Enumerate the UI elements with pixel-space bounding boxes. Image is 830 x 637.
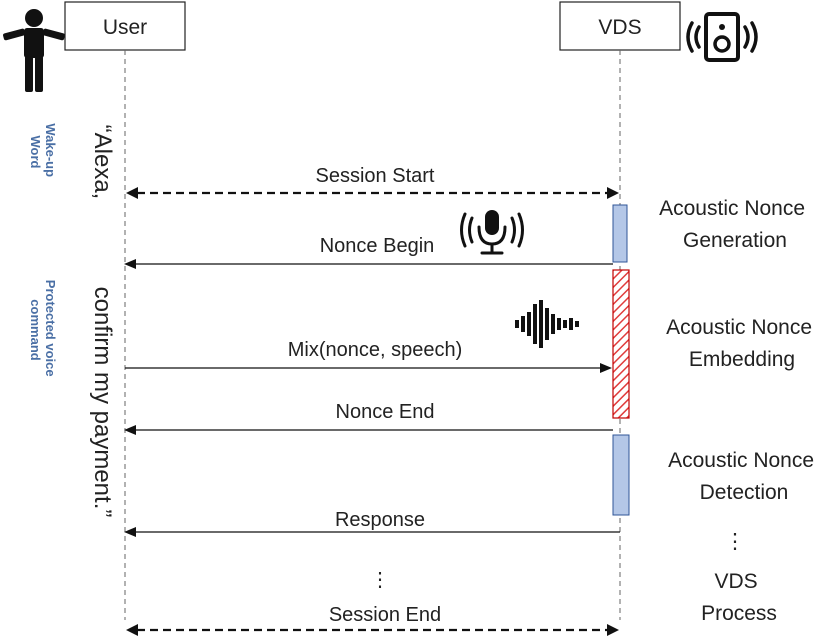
message-session-end-label: Session End	[329, 604, 441, 626]
step-detection-label: Acoustic Nonce Detection	[668, 449, 820, 504]
participant-vds: VDS	[559, 1, 681, 51]
message-nonce-end: Nonce End	[124, 401, 613, 435]
participant-vds-label: VDS	[598, 16, 641, 39]
participant-user-label: User	[103, 16, 147, 39]
message-mix-label: Mix(nonce, speech)	[288, 339, 463, 361]
message-nonce-begin: Nonce Begin	[124, 235, 613, 269]
step-ellipsis: ⋮	[725, 530, 746, 553]
message-nonce-end-label: Nonce End	[336, 401, 435, 423]
wake-up-word-label: Wake-up Word	[28, 123, 58, 180]
waveform-icon	[515, 300, 579, 348]
person-icon	[3, 9, 65, 92]
microphone-icon	[460, 210, 524, 255]
message-session-start-label: Session Start	[316, 165, 435, 187]
message-session-end: Session End	[126, 604, 619, 636]
step-embedding-label: Acoustic Nonce Embedding	[666, 316, 818, 371]
speaker-icon	[686, 12, 758, 62]
activation-detection	[612, 434, 630, 516]
step-vds-process-label: VDS Process	[701, 570, 777, 625]
step-generation-label: Acoustic Nonce Generation	[659, 197, 811, 252]
message-nonce-begin-label: Nonce Begin	[320, 235, 435, 257]
protected-voice-command-label: Protected voice command	[28, 280, 58, 380]
message-mix: Mix(nonce, speech)	[125, 339, 612, 373]
utterance-command: confirm my payment.”	[89, 287, 116, 518]
participant-user: User	[64, 1, 186, 51]
activation-embedding	[612, 269, 630, 419]
message-response: Response	[124, 509, 620, 537]
message-response-label: Response	[335, 509, 425, 531]
message-session-start: Session Start	[126, 165, 619, 199]
message-ellipsis: ⋮	[370, 569, 390, 591]
utterance-wake-word: “Alexa,	[89, 125, 116, 200]
activation-generation	[612, 204, 628, 263]
